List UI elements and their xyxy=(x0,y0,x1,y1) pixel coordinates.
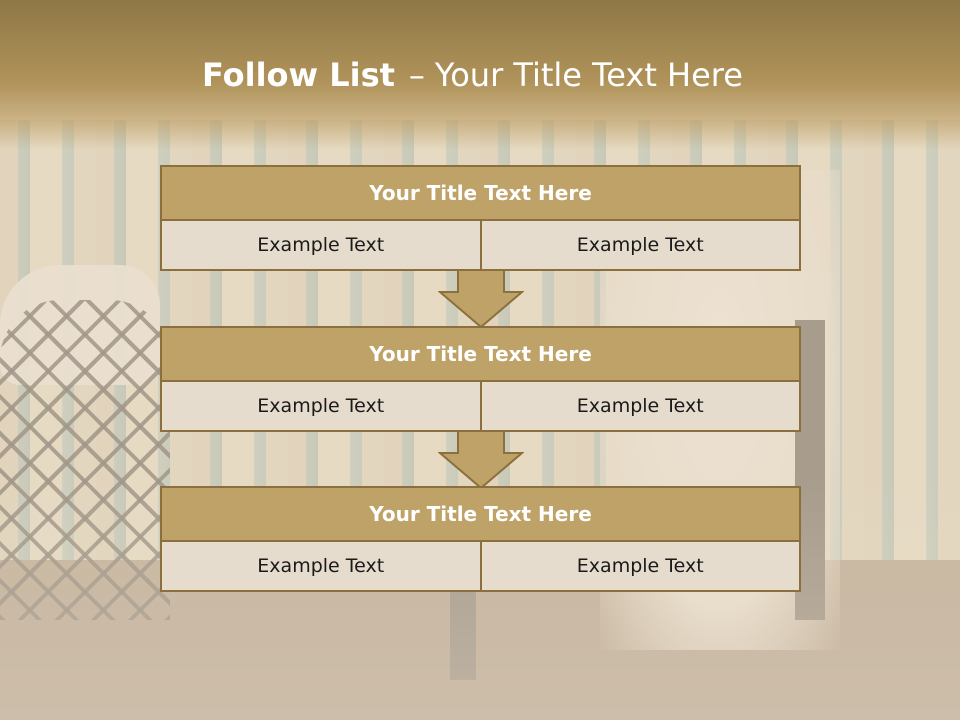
down-arrow-icon xyxy=(438,431,524,489)
block-title: Your Title Text Here xyxy=(160,326,801,382)
block-cell: Example Text xyxy=(160,542,482,592)
block-cell: Example Text xyxy=(481,382,801,432)
block-title: Your Title Text Here xyxy=(160,486,801,542)
flow-block: Your Title Text Here Example Text Exampl… xyxy=(160,165,801,271)
block-cell: Example Text xyxy=(160,221,482,271)
down-arrow-icon xyxy=(438,270,524,328)
title-rest: Your Title Text Here xyxy=(434,56,743,94)
block-row: Example Text Example Text xyxy=(160,382,801,432)
block-row: Example Text Example Text xyxy=(160,221,801,271)
flow-block: Your Title Text Here Example Text Exampl… xyxy=(160,326,801,432)
header-band xyxy=(0,0,960,150)
block-cell: Example Text xyxy=(481,542,801,592)
block-title: Your Title Text Here xyxy=(160,165,801,221)
title-bold: Follow List xyxy=(202,56,395,94)
flow-block: Your Title Text Here Example Text Exampl… xyxy=(160,486,801,592)
block-row: Example Text Example Text xyxy=(160,542,801,592)
block-cell: Example Text xyxy=(160,382,482,432)
slide-title: Follow List–Your Title Text Here xyxy=(0,56,945,94)
title-separator: – xyxy=(408,56,425,94)
block-cell: Example Text xyxy=(481,221,801,271)
